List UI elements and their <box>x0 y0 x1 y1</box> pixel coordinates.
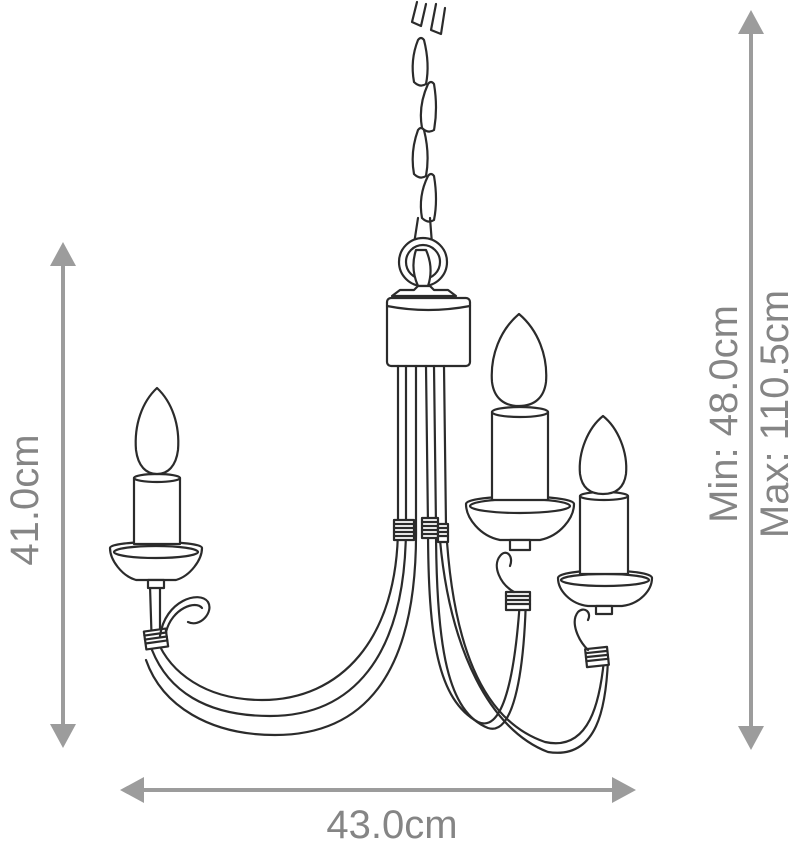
candle-right <box>556 414 654 616</box>
height-arrow-down-head <box>50 724 76 748</box>
scroll-hooks <box>158 551 591 652</box>
candle-center <box>464 312 576 552</box>
height-dimension: 41.0cm <box>3 242 76 748</box>
width-arrow-left-head <box>120 777 144 803</box>
drop-arrow-up-head <box>738 10 764 34</box>
central-hub <box>385 284 472 368</box>
chandelier-illustration <box>108 0 654 754</box>
width-dimension: 43.0cm <box>120 777 636 841</box>
chandelier-arms <box>142 364 610 754</box>
stem-binding-wraps <box>142 516 610 669</box>
height-arrow-up-head <box>50 242 76 266</box>
width-arrow-right-head <box>612 777 636 803</box>
drop-min-label: Min: 48.0cm <box>702 305 746 523</box>
drop-dimension: Min: 48.0cm Max: 110.5cm <box>702 10 791 750</box>
candle-left <box>108 386 204 590</box>
drop-max-label: Max: 110.5cm <box>753 290 791 538</box>
chain <box>410 0 447 246</box>
drop-arrow-down-head <box>738 726 764 750</box>
height-label: 41.0cm <box>3 434 47 565</box>
width-label: 43.0cm <box>326 803 457 841</box>
ceiling-ring <box>397 236 449 288</box>
